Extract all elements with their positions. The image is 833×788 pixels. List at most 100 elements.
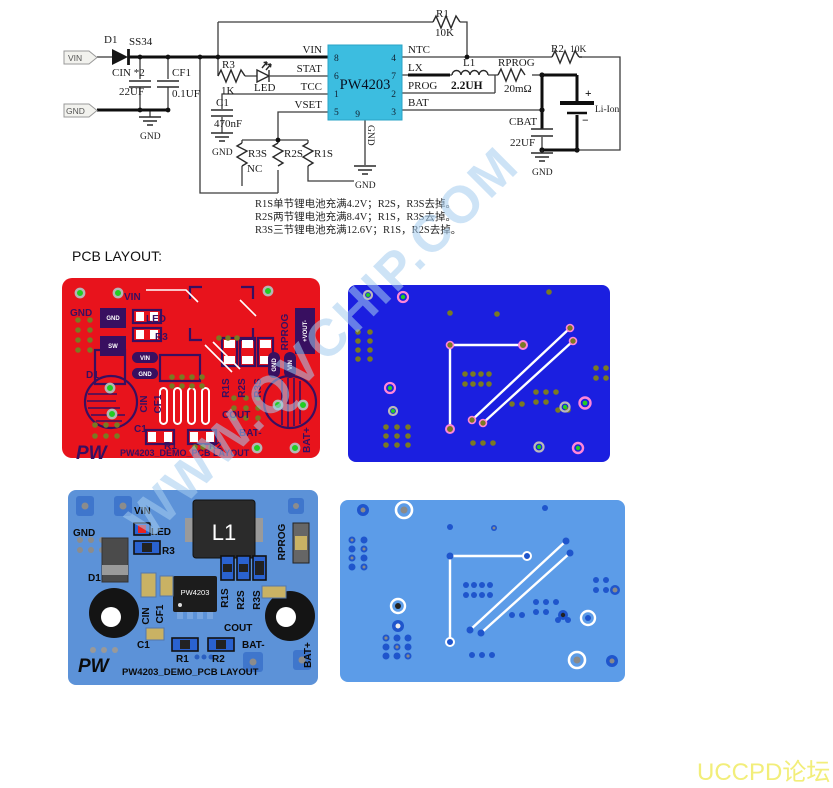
assembly-led-label: LED — [151, 527, 171, 538]
d1-part: SS34 — [129, 36, 153, 48]
c1-capacitor: C1 470nF — [211, 97, 242, 130]
note-line-1: R1S单节锂电池充满4.2V；R2S，R3S去掉。 — [255, 197, 456, 210]
junction-dots — [137, 54, 580, 153]
assembly-r2s-label: R2S — [236, 590, 247, 610]
r1s-ref: R1S — [314, 148, 333, 160]
blue-olive-pads — [355, 289, 609, 448]
cbat-ref: CBAT — [509, 116, 537, 128]
c1-value: 470nF — [214, 118, 242, 130]
red-gnd-label: GND — [70, 308, 92, 319]
assembly-r1s-label: R1S — [220, 588, 231, 608]
gnd-symbol-input: GND — [139, 116, 161, 142]
pin-num: 5 — [334, 108, 339, 118]
pin-label: BAT — [408, 97, 429, 109]
electrolytic-caps — [89, 588, 315, 641]
assembly-gnd-label: GND — [73, 528, 95, 539]
note-line-2: R2S两节锂电池充满8.4V；R1S，R3S去掉。 — [255, 210, 456, 223]
r3-value: 1K — [221, 85, 235, 97]
red-r1-label: R1 — [164, 441, 177, 452]
gnd-symbol-battery: GND — [531, 150, 553, 178]
bottom-board — [340, 500, 625, 682]
assembly-board: L1 LED R3 D1 PW4203 — [68, 490, 318, 685]
assembly-labels: VIN GND C1 R1 R2 COUT BAT- CIN CF1 R1S R… — [73, 506, 314, 678]
bottom-gray-centers — [350, 526, 496, 658]
r1-ref: R1 — [436, 8, 449, 20]
red-pw-logo: PW — [76, 443, 109, 464]
r3-resistor: R3 1K — [217, 59, 246, 97]
gnd-pad-label: GND — [272, 358, 278, 372]
red-filled-pads: GND SW +VOUT- VIN GND GND VIN — [100, 308, 315, 379]
assembly-d1-label: D1 — [88, 573, 101, 584]
pin-num: 1 — [334, 90, 339, 100]
pin-label: PROG — [408, 80, 437, 92]
red-vin-label: VIN — [124, 292, 141, 303]
schematic-power-wiring — [97, 55, 579, 152]
cbat-capacitor: CBAT 22UF — [509, 116, 553, 149]
pin-label: TCC — [301, 81, 322, 93]
r2s-resistor: R2S — [271, 142, 303, 167]
blue-trace-pads — [445, 323, 578, 434]
assembly-r3-label: R3 — [162, 546, 175, 557]
red-r1s-label: R1S — [221, 378, 232, 398]
red-silkscreen-text: PW4203_DEMO_PCB LAYOUT — [120, 448, 250, 458]
assembly-bat-minus-label: BAT- — [242, 640, 265, 651]
r1-r2-parts — [171, 637, 235, 660]
r2-ref: R2 — [551, 43, 564, 55]
red-r2-label: R2 — [209, 441, 222, 452]
blue-vias — [362, 289, 592, 455]
bottom-ring-holes — [357, 500, 620, 670]
led-part: LED — [133, 522, 171, 538]
assembly-rprog-label: RPROG — [277, 523, 288, 560]
r2s-ref: R2S — [284, 148, 303, 160]
red-cf1-label: CF1 — [153, 394, 164, 413]
l1-value: 2.2UH — [451, 80, 483, 92]
gnd-pad-label: GND — [138, 372, 152, 378]
r3-ref: R3 — [222, 59, 235, 71]
assembly-r1-label: R1 — [176, 654, 189, 665]
red-green-pads — [74, 285, 309, 454]
red-labels: VIN GND LED R3 D1 C1 COUT BAT- R1 R2 CIN… — [70, 292, 313, 464]
chip-name: PW4203 — [340, 77, 391, 93]
red-r3-label: R3 — [155, 332, 168, 343]
red-traces — [136, 289, 271, 442]
assembly-r3s-label: R3S — [252, 590, 263, 610]
l1-inductor-part: L1 — [185, 499, 263, 559]
blue-board — [348, 285, 610, 462]
rprog-ref: RPROG — [498, 57, 535, 69]
r1s-resistor: R1S — [301, 142, 333, 167]
assembly-r2-label: R2 — [212, 654, 225, 665]
r1-value: 10K — [435, 27, 454, 39]
battery-minus: − — [582, 115, 589, 127]
ic-part-label: PW4203 — [181, 588, 210, 597]
chip-pin-labels: VIN STAT TCC VSET NTC LX PROG BAT GND — [295, 44, 438, 146]
d1-ref: D1 — [104, 34, 117, 46]
r3s-nc: NC — [247, 163, 262, 175]
gnd-text: GND — [355, 181, 376, 191]
assembly-bat-plus-label: BAT+ — [303, 642, 314, 668]
pw4203-ic-part: PW4203 — [173, 576, 217, 619]
gnd-text: GND — [140, 132, 161, 142]
d1-part: D1 — [88, 537, 129, 584]
khaki-caps — [140, 572, 287, 641]
cin-capacitor: CIN *2 22UF — [112, 67, 151, 98]
cin-ref: CIN *2 — [112, 67, 145, 79]
battery-plus: + — [585, 88, 592, 100]
sense-resistor-parts — [220, 555, 267, 581]
assembly-silkscreen-text: PW4203_DEMO_PCB LAYOUT — [122, 667, 259, 678]
red-board: GND SW +VOUT- VIN GND GND VIN VIN GND LE… — [62, 278, 320, 464]
red-rprog-label: RPROG — [280, 313, 291, 350]
gnd-pad-label: GND — [106, 316, 120, 322]
rprog-resistor: RPROG 20mΩ — [497, 57, 535, 95]
led-label: LED — [254, 82, 275, 94]
r3s-resistor: R3S NC — [235, 142, 267, 175]
pw4203-chip: PW4203 8 6 1 5 4 7 2 3 9 — [327, 44, 403, 121]
pin-label: VSET — [295, 99, 323, 111]
pin-num: 4 — [391, 54, 396, 64]
gnd-text: GND — [212, 148, 233, 158]
gnd-symbol-pin9: GND — [354, 165, 376, 191]
red-c1-label: C1 — [134, 424, 147, 435]
red-bat-plus-label: BAT+ — [302, 427, 313, 453]
vin-port-label: VIN — [68, 53, 82, 63]
pin-num: 6 — [334, 72, 339, 82]
